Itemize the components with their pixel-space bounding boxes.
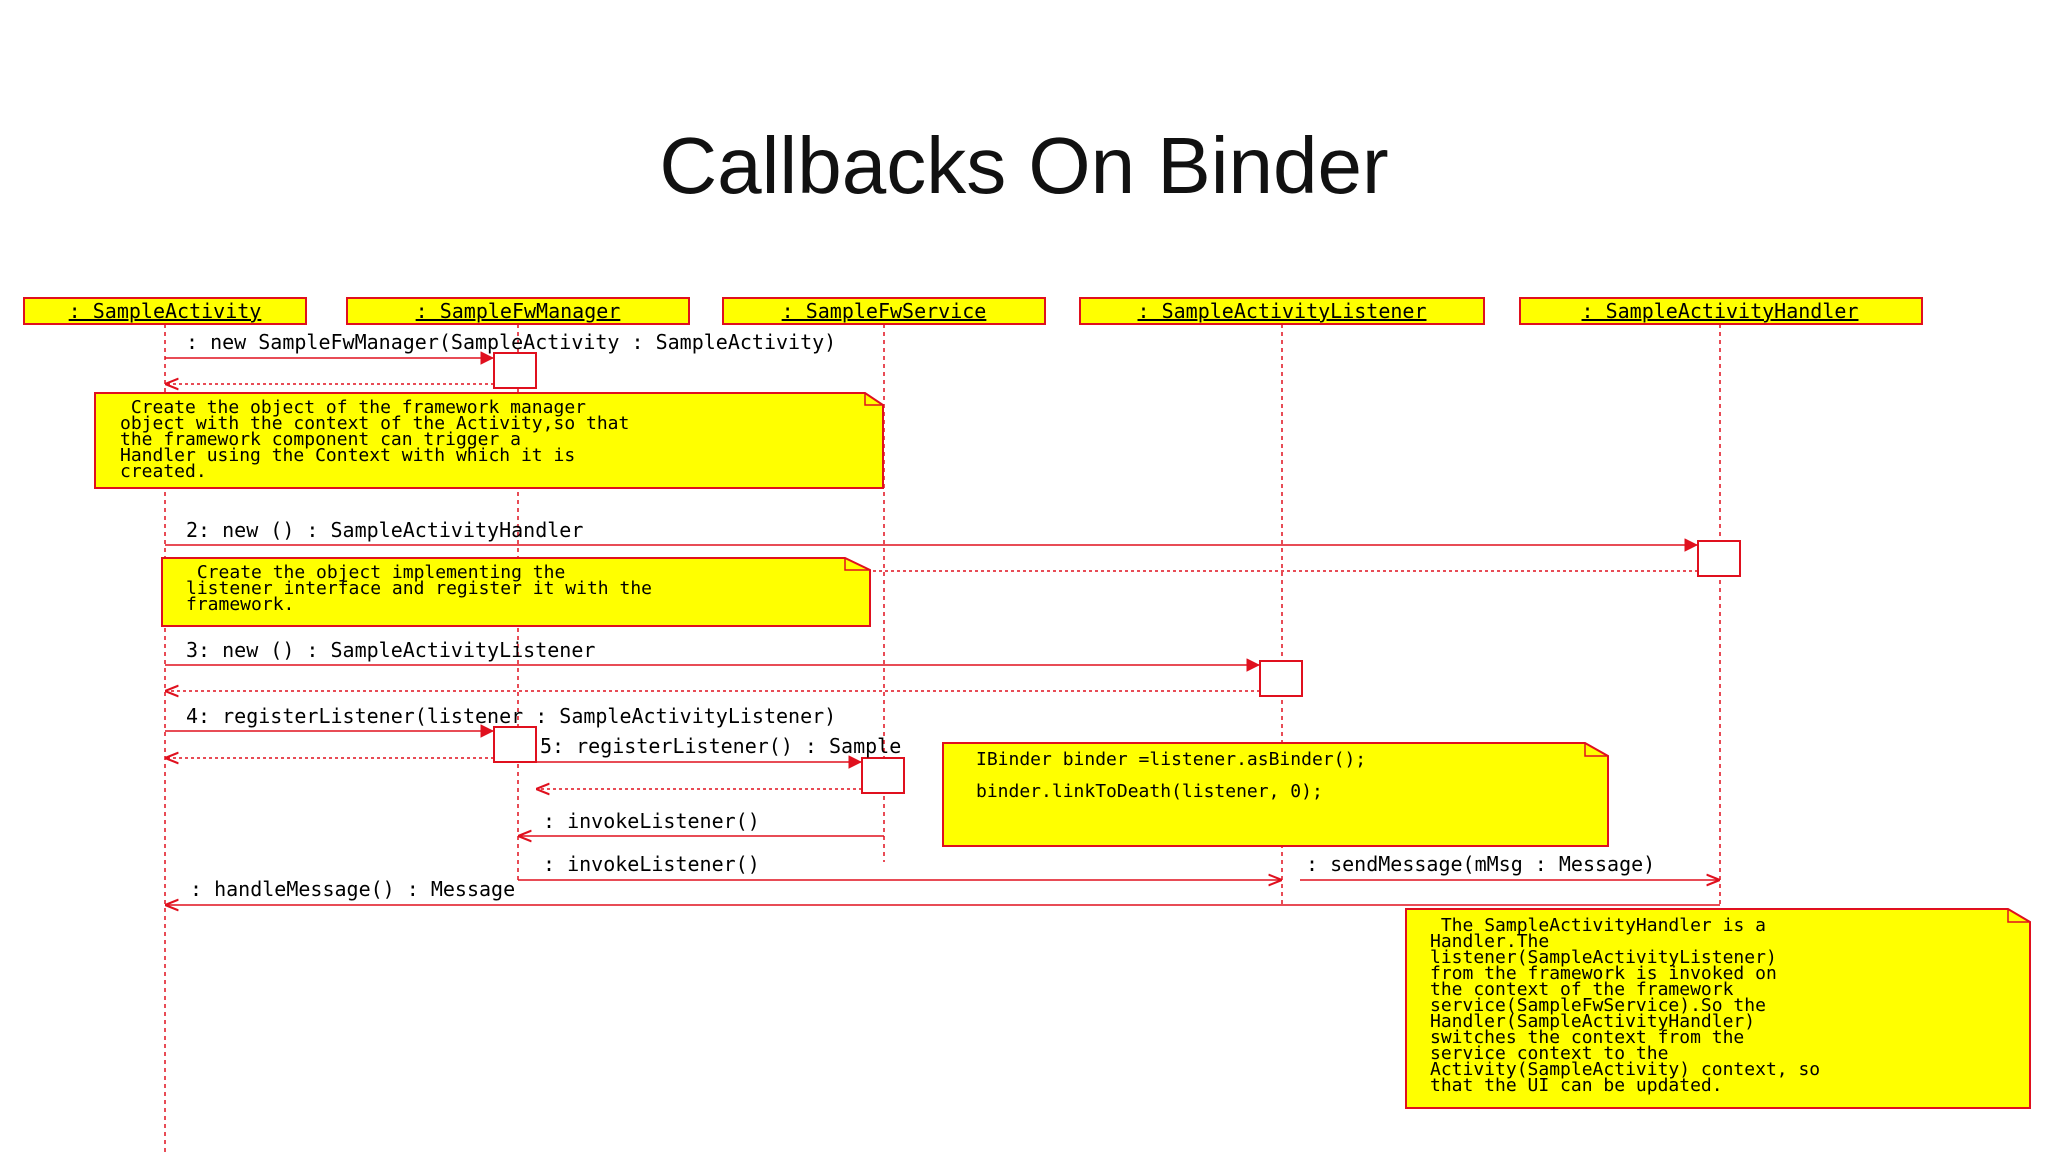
note-3-shape [942, 742, 1609, 847]
lifeline-service-label: : SampleFwService [782, 299, 987, 323]
lifeline-handler-header: : SampleActivityHandler [1519, 297, 1923, 325]
note-2-text: Create the object implementing the liste… [186, 562, 652, 615]
message-6-label: : invokeListener() [543, 809, 760, 833]
activation-manager-2 [493, 726, 537, 763]
activation-listener [1259, 660, 1303, 697]
lifeline-service-header: : SampleFwService [722, 297, 1046, 325]
note-folds [844, 393, 2030, 923]
note-1-shape [94, 392, 884, 489]
lifeline-activity-label: : SampleActivity [69, 299, 262, 323]
note-1-text: Create the object of the framework manag… [120, 397, 630, 482]
activation-handler [1697, 540, 1741, 577]
message-9-label: : handleMessage() : Message [190, 877, 515, 901]
message-labels: : new SampleFwManager(SampleActivity : S… [186, 330, 1655, 901]
message-arrows [165, 351, 1720, 905]
activation-service [861, 757, 905, 794]
lifeline-manager-label: : SampleFwManager [416, 299, 621, 323]
message-7-label: : invokeListener() [543, 852, 760, 876]
note-shapes [94, 392, 2031, 1109]
activation-manager-1 [493, 352, 537, 389]
lifeline-listener-label: : SampleActivityListener [1138, 299, 1427, 323]
message-1-label: : new SampleFwManager(SampleActivity : S… [186, 330, 836, 354]
lifeline-headers: : SampleActivity : SampleFwManager : Sam… [23, 297, 1923, 325]
message-2-label: 2: new () : SampleActivityHandler [186, 518, 583, 542]
slide-title: Callbacks On Binder [659, 121, 1389, 210]
note-2-shape [161, 557, 871, 627]
lifeline-activity-header: : SampleActivity [23, 297, 307, 325]
lifeline-listener-header: : SampleActivityListener [1079, 297, 1485, 325]
lifeline-handler-label: : SampleActivityHandler [1582, 299, 1859, 323]
message-5-label: 5: registerListener() : Sample [540, 734, 901, 758]
note-4-shape [1405, 908, 2031, 1109]
message-4-label: 4: registerListener(listener : SampleAct… [186, 704, 836, 728]
lifeline-manager-header: : SampleFwManager [346, 297, 690, 325]
message-3-label: 3: new () : SampleActivityListener [186, 638, 595, 662]
activations [493, 352, 1741, 794]
note-3-text: IBinder binder =listener.asBinder(); bin… [976, 749, 1367, 802]
note-4-text: The SampleActivityHandler is a Handler.T… [1430, 915, 1821, 1096]
message-8-label: : sendMessage(mMsg : Message) [1306, 852, 1655, 876]
